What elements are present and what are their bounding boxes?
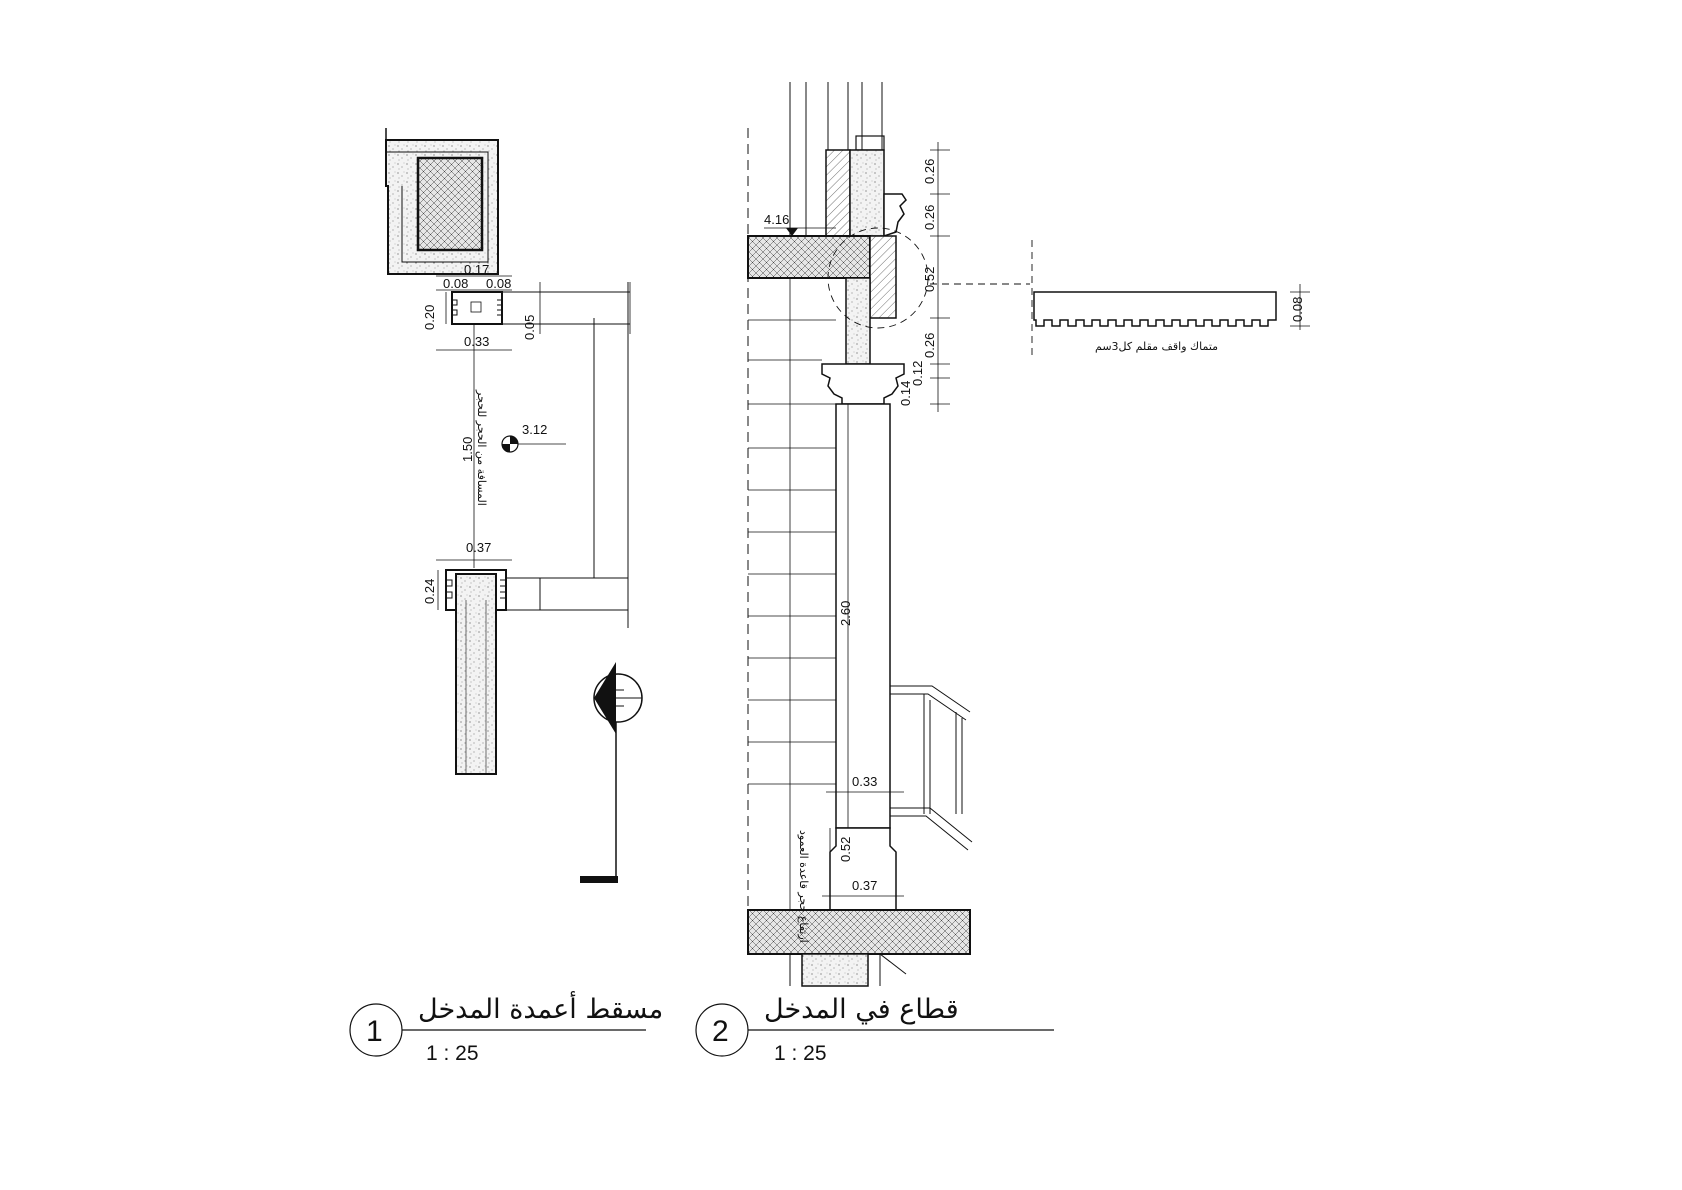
beam-cladding [869,235,897,319]
dim-005: 0.05 [522,315,537,340]
level-416: 4.16 [764,212,789,227]
upper-cornice [883,193,907,238]
column-capital [821,363,905,405]
detail1-number: 1 [366,1015,383,1048]
dim-t026c: 0.26 [922,333,937,358]
section-dimensions [822,142,950,897]
dim-h260: 2.60 [838,601,853,626]
dentil-detail: 0.08 متماك واقف مقلم كل3سم [1033,284,1310,353]
foundation [789,953,907,987]
detail1-title: مسقط أعمدة المدخل [418,990,663,1025]
plan-dimensions [436,275,530,610]
dim-w037: 0.37 [852,878,877,893]
detail2-number: 2 [712,1015,729,1048]
dim-033: 0.33 [464,334,489,349]
dim-008a: 0.08 [443,276,468,291]
title-block-2: 2 قطاع في المدخل 1 : 25 [695,994,1054,1065]
detail2-section: 4.16 0.26 0.26 0.52 0.26 0.12 0.14 2.60 … [747,82,1310,987]
distance-note: المسافة من الحجر للحجر [475,389,488,506]
dim-150: 1.50 [460,437,475,462]
dim-t008: 0.08 [1290,297,1305,322]
upper-wall [789,82,885,237]
plan-side-frame [506,282,629,628]
dim-w033: 0.33 [852,774,877,789]
roof-slab [747,235,871,279]
dim-020: 0.20 [422,305,437,330]
dentil-note: متماك واقف مقلم كل3سم [1095,340,1218,353]
floor-slab [747,909,971,955]
dim-t052: 0.52 [922,267,937,292]
dim-t026b: 0.26 [922,205,937,230]
railing [890,685,973,851]
detail2-scale: 1 : 25 [774,1042,827,1065]
plan-dim-text: 0.17 0.08 0.08 0.20 0.05 0.33 1.50 المسا… [422,262,547,604]
level-312: 3.12 [522,422,547,437]
plan-column [445,569,507,775]
dim-t012: 0.12 [910,361,925,386]
detail1-plan: 0.17 0.08 0.08 0.20 0.05 0.33 1.50 المسا… [385,128,643,883]
base-stone-note: ارتفاع حجر قاعدة العمود [797,830,810,943]
section-marker [580,662,643,883]
plan-upper-wall [385,128,499,275]
detail1-scale: 1 : 25 [426,1042,479,1065]
dim-t014: 0.14 [898,381,913,406]
title-block-1: 1 مسقط أعمدة المدخل 1 : 25 [349,990,663,1065]
dim-037: 0.37 [466,540,491,555]
detail2-title: قطاع في المدخل [764,994,959,1025]
dim-017: 0.17 [464,262,489,277]
section-dim-text: 4.16 0.26 0.26 0.52 0.26 0.12 0.14 2.60 … [764,159,937,943]
dim-h052: 0.52 [838,837,853,862]
level-marker-416 [764,227,836,236]
dim-t026a: 0.26 [922,159,937,184]
stone-courses [748,278,836,916]
beam [845,277,871,365]
dim-024: 0.24 [422,579,437,604]
dim-008b: 0.08 [486,276,511,291]
level-marker-312 [501,435,566,453]
detail-callout-circle [827,227,929,329]
